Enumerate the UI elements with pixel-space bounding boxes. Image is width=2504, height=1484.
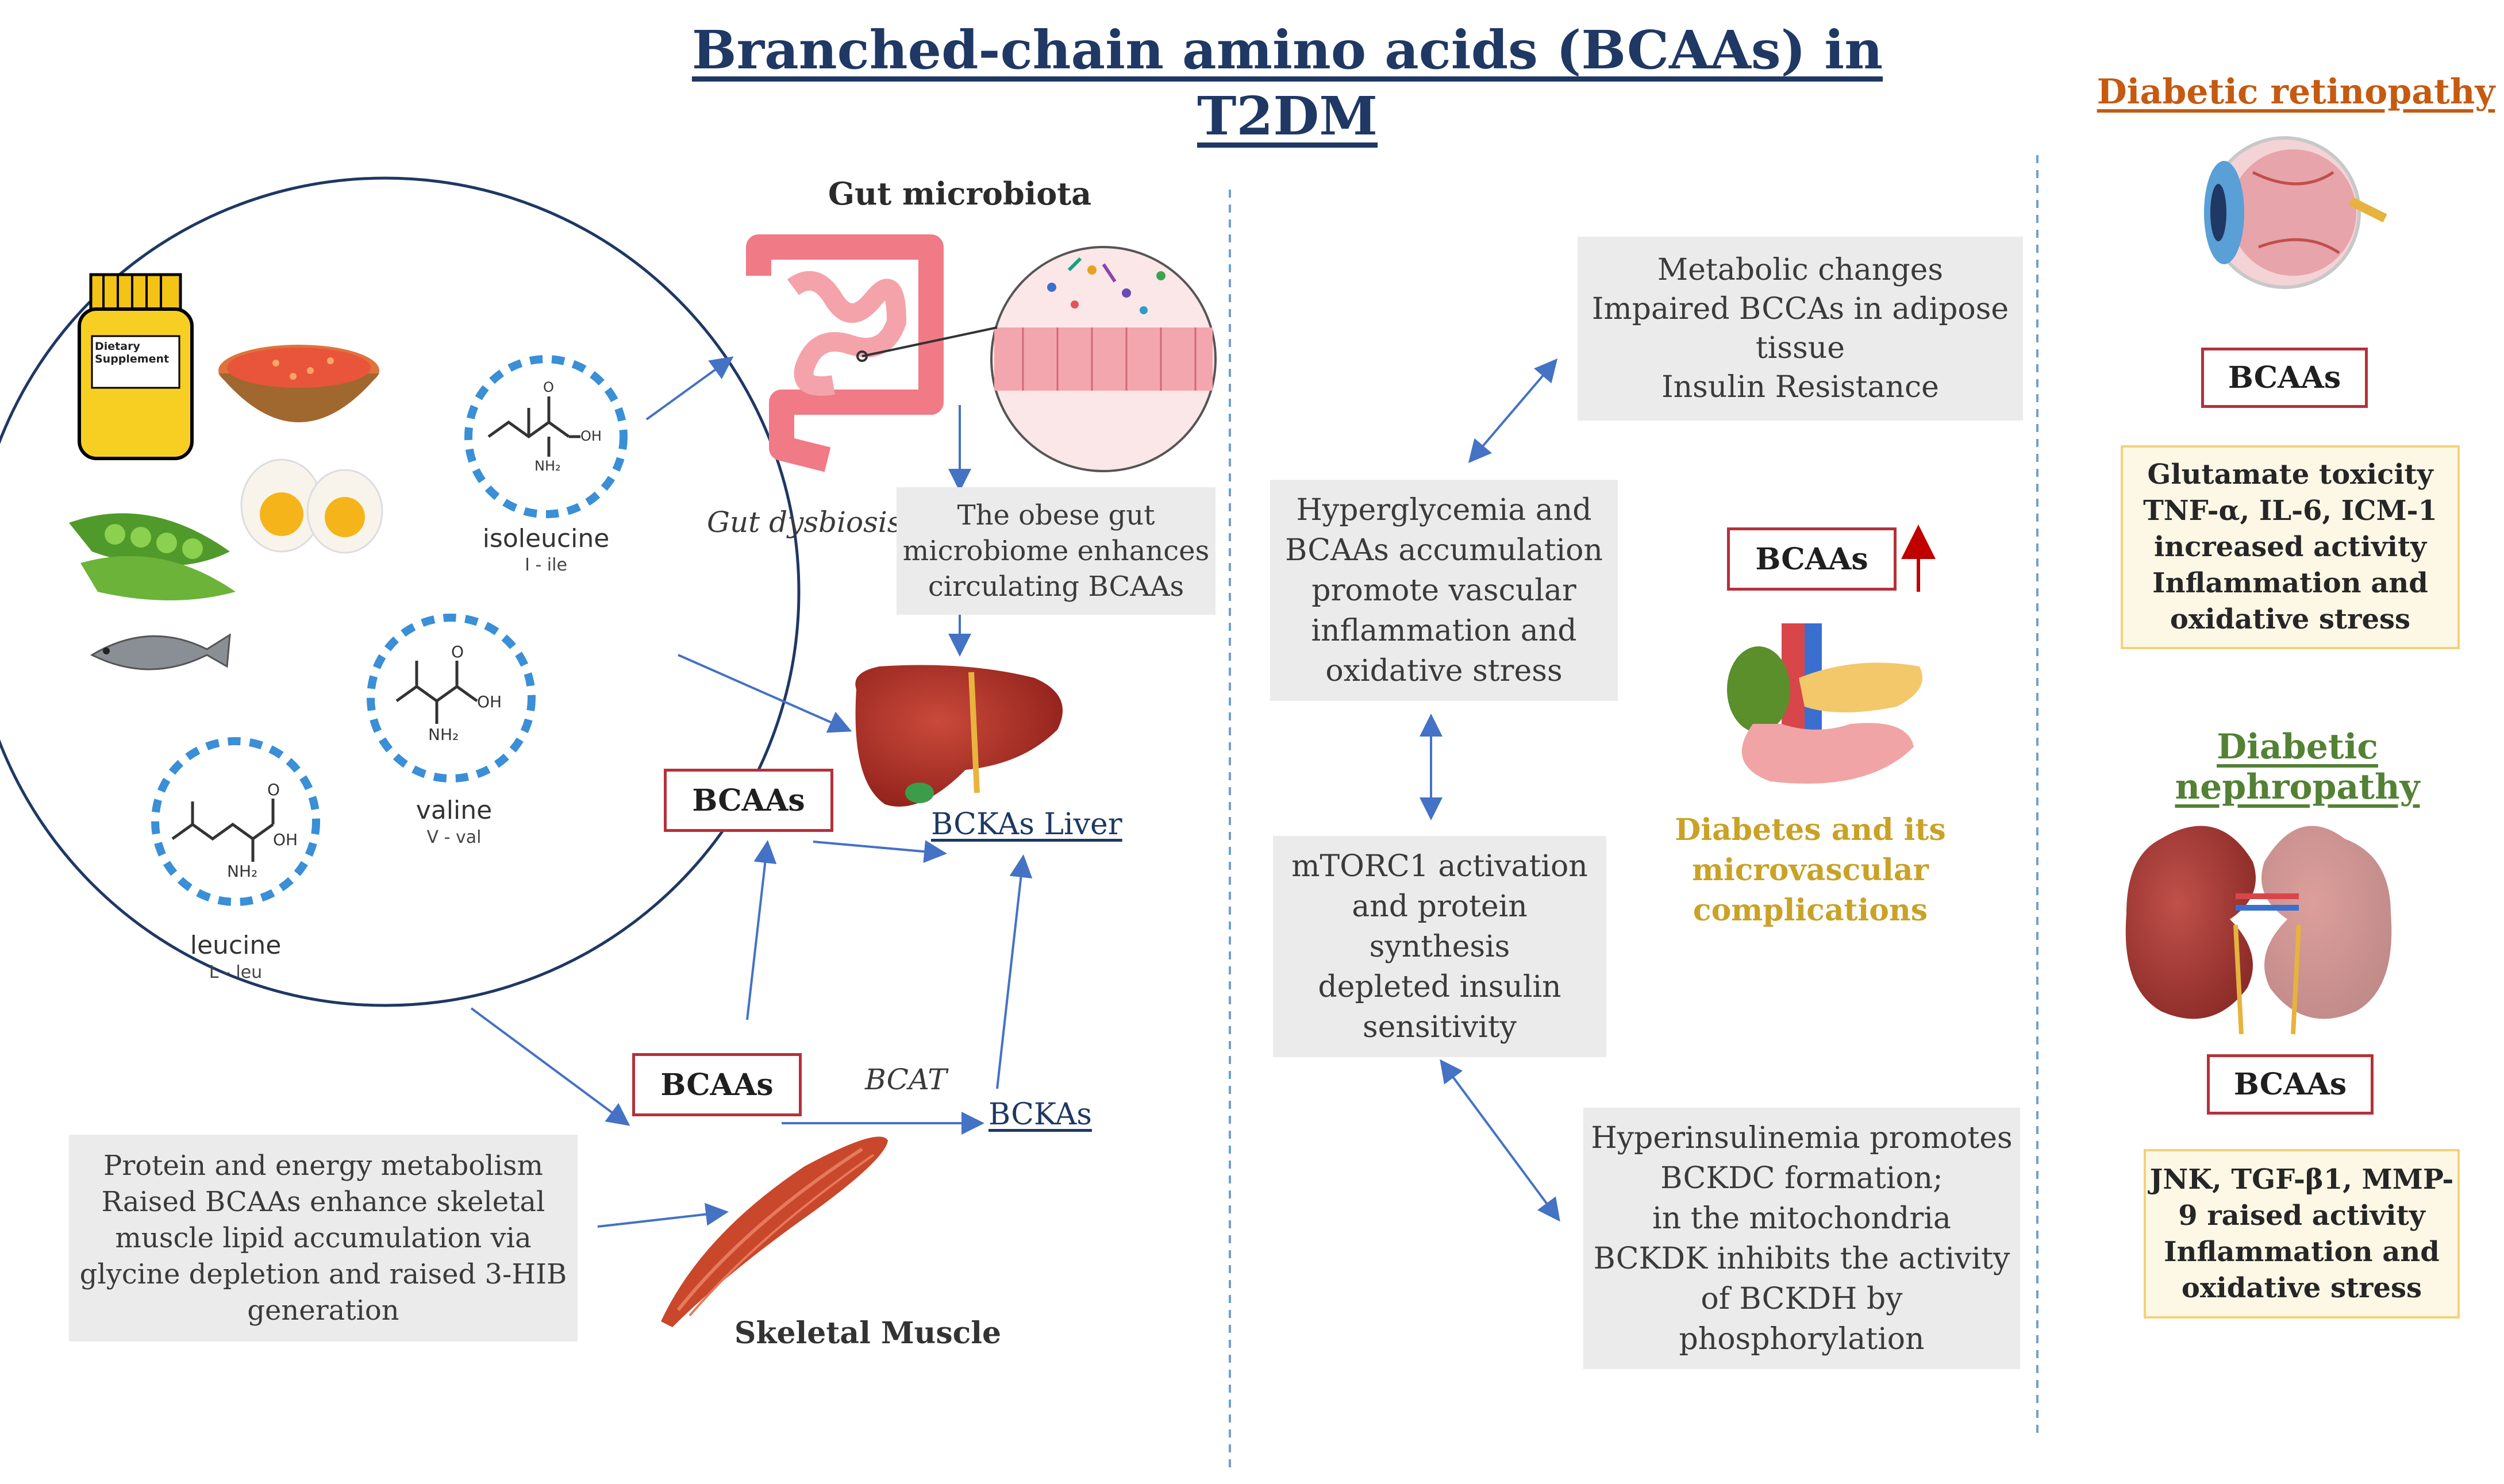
metabolic-changes-box: Metabolic changes Impaired BCCAs in adip… <box>1578 237 2023 421</box>
arrow-circle-to-muscle <box>470 1007 630 1126</box>
valine-nh2: NH₂ <box>428 725 459 744</box>
arrow-metabolic-hyperglycemia <box>1468 358 1558 464</box>
diabetes-complications-label: Diabetes and its microvascular complicat… <box>1675 812 1946 928</box>
isoleucine-o: O <box>543 379 554 395</box>
boiled-eggs-icon <box>240 458 383 554</box>
valine-ring <box>367 614 536 783</box>
bcaas-retinopathy-box: BCAAs <box>2201 348 2368 408</box>
hyperglycemia-box: Hyperglycemia and BCAAs accumulation pro… <box>1270 480 1618 701</box>
leucine-abbr: L - leu <box>209 962 263 982</box>
lentils-bowl-icon <box>218 345 379 422</box>
bcaas-liver-box: BCAAs <box>664 769 833 832</box>
arrow-bckas-up <box>996 854 1033 1089</box>
pancreas-organs-icon <box>1727 623 1922 784</box>
leucine-o: O <box>267 780 280 799</box>
skeletal-muscle-icon <box>661 1136 888 1327</box>
leucine-oh: OH <box>273 830 298 849</box>
arrow-text-to-muscle <box>597 1202 729 1228</box>
nephropathy-effects-box: JNK, TGF-β1, MMP- 9 raised activity Infl… <box>2144 1149 2460 1319</box>
leucine-label: leucine <box>190 931 282 960</box>
leucine-nh2: NH₂ <box>227 862 258 881</box>
leucine-structure <box>171 799 275 862</box>
muscle-metabolism-box: Protein and energy metabolism Raised BCA… <box>69 1135 578 1342</box>
diagram-title: Branched-chain amino acids (BCAAs) in T2… <box>691 19 1883 147</box>
valine-abbr: V - val <box>426 827 482 847</box>
arrow-mtorc1-hyperinsulinemia <box>1440 1059 1560 1222</box>
supplement-bottle-icon <box>78 273 194 460</box>
intestine-icon <box>746 234 944 472</box>
isoleucine-oh: OH <box>580 428 602 444</box>
isoleucine-ring <box>464 355 628 518</box>
arrow-circle-to-gut <box>645 356 734 421</box>
liver-icon <box>855 665 1063 807</box>
valine-o: O <box>451 642 464 661</box>
arrow-muscle-bcaas-up <box>746 840 777 1020</box>
isoleucine-structure <box>487 396 580 457</box>
hyperinsulinemia-box: Hyperinsulinemia promotes BCKDC formatio… <box>1583 1108 2020 1369</box>
green-peas-icon <box>69 513 236 600</box>
bckas-label: BCKAs <box>988 1097 1092 1132</box>
bcat-label: BCAT <box>865 1063 947 1096</box>
gut-microbiota-heading: Gut microbiota <box>828 175 1092 212</box>
retinopathy-heading: Diabetic retinopathy <box>2097 72 2495 112</box>
bcaas-nephropathy-box: BCAAs <box>2207 1054 2374 1115</box>
eye-icon <box>2204 136 2387 289</box>
isoleucine-abbr: I - ile <box>525 555 567 575</box>
kidneys-icon <box>2125 826 2392 1035</box>
isoleucine-label: isoleucine <box>482 524 610 553</box>
valine-oh: OH <box>477 692 502 711</box>
gut-dysbiosis-label: Gut dysbiosis <box>707 506 902 539</box>
valine-label: valine <box>416 796 493 825</box>
isoleucine-nh2: NH₂ <box>534 458 561 474</box>
nephropathy-heading: Diabetic nephropathy <box>2175 727 2420 807</box>
skeletal-muscle-heading: Skeletal Muscle <box>734 1316 1002 1351</box>
bckas-liver-label: BCKAs Liver <box>931 807 1122 842</box>
bcaas-muscle-box: BCAAs <box>632 1053 802 1116</box>
arrow-bcaas-to-bckas-liver <box>813 840 947 864</box>
obese-microbiome-box: The obese gut microbiome enhances circul… <box>897 487 1216 615</box>
fish-icon <box>90 633 231 670</box>
retinopathy-effects-box: Glutamate toxicity TNF-α, IL-6, ICM-1 in… <box>2121 445 2460 649</box>
bcaas-diabetes-box: BCAAs <box>1727 527 1897 591</box>
mtorc1-box: mTORC1 activation and protein synthesis … <box>1273 836 1606 1057</box>
leucine-ring <box>151 737 320 906</box>
supplement-label: Dietary Supplement <box>95 340 170 365</box>
arrow-circle-to-liver <box>678 654 852 733</box>
microbiota-zoom-icon <box>990 246 1217 472</box>
amino-acid-sources-circle <box>0 176 801 1007</box>
valine-structure <box>395 661 478 724</box>
